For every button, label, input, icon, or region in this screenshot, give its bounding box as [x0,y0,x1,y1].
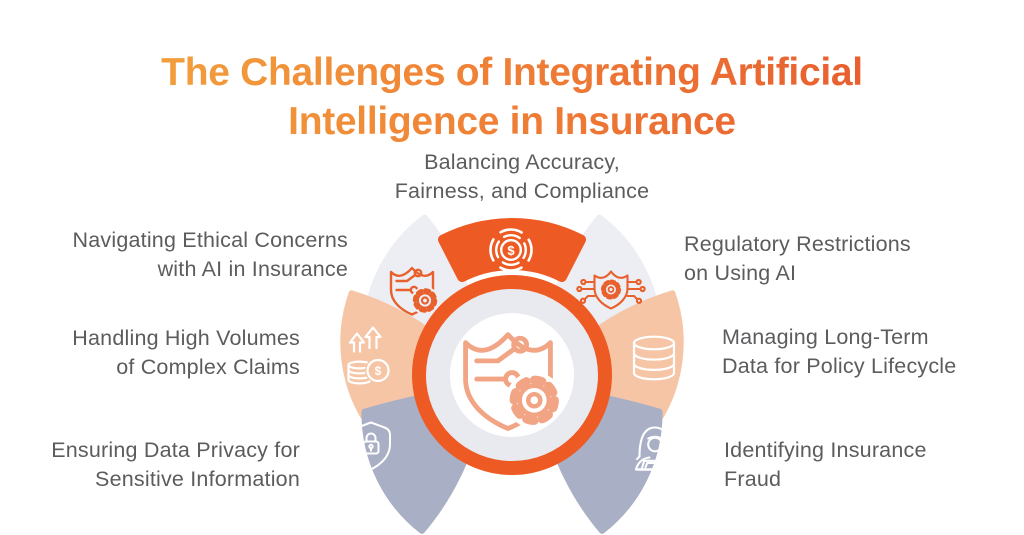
network-gear-shield-icon [576,270,646,310]
label-line: Regulatory Restrictions [684,232,911,256]
hacker-laptop-icon [634,426,676,471]
petal-balancing-accuracy [438,218,586,282]
label-line: Handling High Volumes [72,326,300,350]
label-line: Fraud [724,466,782,491]
challenge-label-policy-data: Managing Long-Term Data for Policy Lifec… [722,323,1012,380]
challenge-label-claims: Handling High Volumes of Complex Claims [20,324,300,381]
label-line: with AI in Insurance [157,256,348,281]
label-line: Sensitive Information [95,466,300,491]
label-line: Managing Long-Term [722,325,929,349]
label-line: Data for Policy Lifecycle [722,353,957,378]
coins-growth-icon: $ [347,326,391,385]
svg-text:$: $ [507,243,515,258]
label-line: Ensuring Data Privacy for [51,438,300,462]
dollar-target-icon: $ [489,228,533,272]
challenge-label-privacy: Ensuring Data Privacy for Sensitive Info… [10,436,300,493]
challenge-label-ethical: Navigating Ethical Concerns with AI in I… [18,226,348,283]
label-line: Balancing Accuracy, [424,150,620,174]
lock-shield-icon [351,421,391,471]
svg-text:$: $ [375,364,382,378]
challenge-label-fraud: Identifying Insurance Fraud [724,436,1004,493]
label-line: Fairness, and Compliance [394,178,650,203]
database-icon [632,335,676,381]
challenge-label-regulatory: Regulatory Restrictions on Using AI [684,230,984,287]
label-line: Navigating Ethical Concerns [72,228,348,252]
label-line: Identifying Insurance [724,438,927,462]
label-line: on Using AI [684,260,797,285]
challenge-label-balancing: Balancing Accuracy, Fairness, and Compli… [322,148,722,205]
label-line: of Complex Claims [116,354,300,379]
